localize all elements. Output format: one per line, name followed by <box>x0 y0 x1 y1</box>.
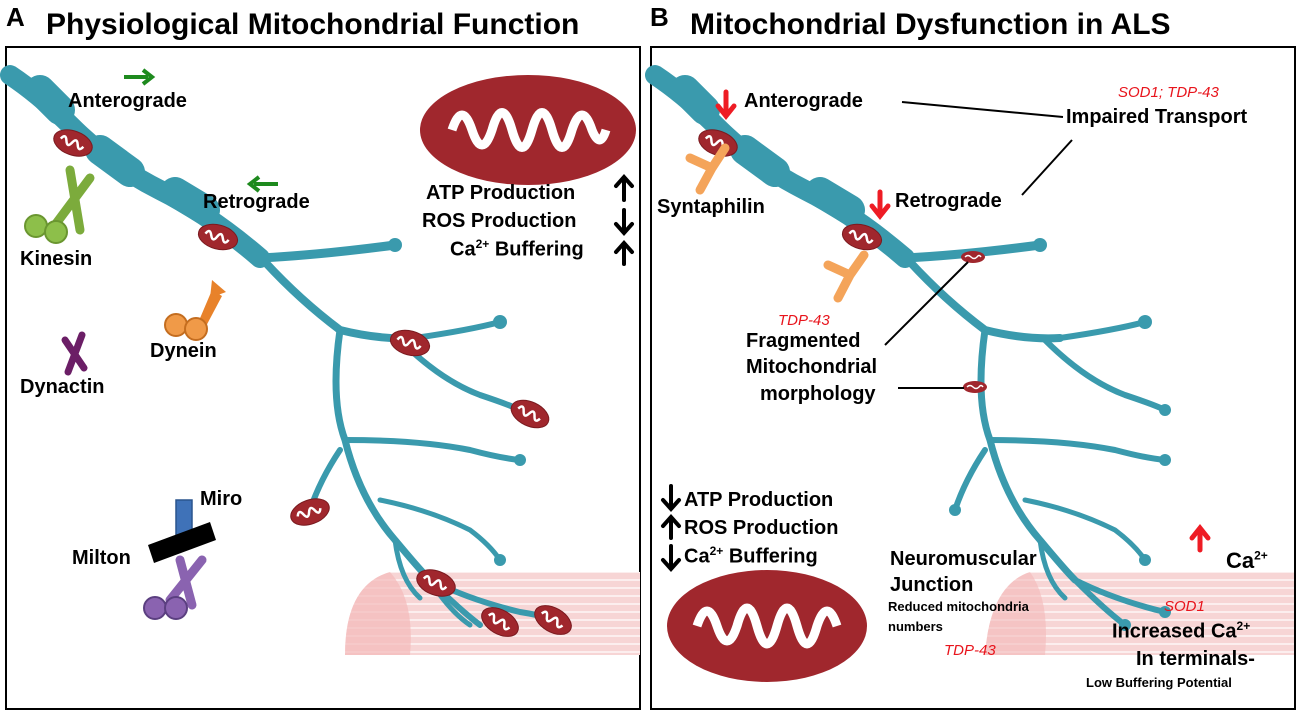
label-atp-b: ATP Production <box>684 489 834 511</box>
line-anterograde <box>901 101 1064 118</box>
label-fragmented-2: Mitochondrial <box>746 356 878 378</box>
panel-a-title: Physiological Mitochondrial Function <box>46 8 580 41</box>
label-increased-2: In terminals- <box>1136 648 1255 670</box>
label-anterograde-a: Anterograde <box>68 90 187 112</box>
label-sod1-tdp43: SOD1; TDP-43 <box>1118 84 1219 101</box>
label-milton: Milton <box>72 547 131 569</box>
panel-b-axon <box>645 65 1168 628</box>
ros-down-arrow-a <box>614 208 634 237</box>
label-nmj-2: Junction <box>890 574 974 596</box>
calcium-red-arrow <box>1189 523 1211 553</box>
panel-a-axon <box>0 65 558 628</box>
label-ca-buffering-b: Ca2+ Buffering <box>684 544 818 568</box>
panel-a-letter: A <box>6 2 25 32</box>
panel-b-letter: B <box>650 2 669 32</box>
atp-down-arrow-b <box>661 484 681 513</box>
label-increased-1: Increased Ca2+ <box>1112 619 1251 643</box>
mito-a-4 <box>505 393 555 435</box>
mito-b-4 <box>962 380 988 394</box>
dynactin-x <box>61 331 88 376</box>
ca-down-arrow-b <box>661 544 681 573</box>
label-ros-b: ROS Production <box>684 517 839 539</box>
label-dynein: Dynein <box>150 340 217 362</box>
label-atp-a: ATP Production <box>426 182 576 204</box>
label-low-buffering: Low Buffering Potential <box>1086 675 1232 690</box>
panel-b-title: Mitochondrial Dysfunction in ALS <box>690 8 1171 41</box>
label-kinesin: Kinesin <box>20 248 93 270</box>
label-retrograde-b: Retrograde <box>895 190 1002 212</box>
label-reduced-1: Reduced mitochondria <box>888 599 1029 614</box>
mito-large-b <box>667 570 867 682</box>
label-syntaphilin: Syntaphilin <box>657 196 765 218</box>
label-ca-buffering-a: Ca2+ Buffering <box>450 237 584 261</box>
label-tdp43-b: TDP-43 <box>944 642 996 659</box>
ros-up-arrow-b <box>661 513 681 540</box>
mito-b-3 <box>960 250 986 264</box>
line-retrograde <box>1021 139 1073 196</box>
line-fragmented <box>884 261 969 346</box>
mito-a-5 <box>285 492 335 532</box>
ca-up-arrow-a <box>614 239 634 266</box>
label-miro: Miro <box>200 488 243 510</box>
label-retrograde-a: Retrograde <box>203 191 310 213</box>
label-fragmented-1: Fragmented <box>746 330 861 352</box>
mito-a-3 <box>386 324 434 362</box>
label-anterograde-b: Anterograde <box>744 90 863 112</box>
mito-large-a <box>420 75 636 185</box>
syntaphilin-2 <box>823 250 869 303</box>
label-ca-big: Ca2+ <box>1226 548 1268 573</box>
retrograde-red-arrow <box>869 189 891 221</box>
anterograde-red-arrow <box>715 89 737 121</box>
label-reduced-2: numbers <box>888 619 943 634</box>
label-impaired-transport: Impaired Transport <box>1066 106 1248 128</box>
retrograde-arrow-a <box>246 175 278 193</box>
label-nmj-1: Neuromuscular <box>890 548 1037 570</box>
atp-up-arrow-a <box>614 173 634 202</box>
label-tdp43-a: TDP-43 <box>778 312 830 329</box>
dynein-motor <box>164 280 226 341</box>
label-fragmented-3: morphology <box>760 383 876 405</box>
label-ros-a: ROS Production <box>422 210 577 232</box>
anterograde-arrow-a <box>124 68 156 86</box>
syntaphilin-1 <box>685 143 730 195</box>
miro-milton-complex <box>143 499 216 620</box>
kinesin-motor <box>24 165 95 244</box>
label-sod1: SOD1 <box>1164 598 1205 615</box>
label-dynactin: Dynactin <box>20 376 105 398</box>
